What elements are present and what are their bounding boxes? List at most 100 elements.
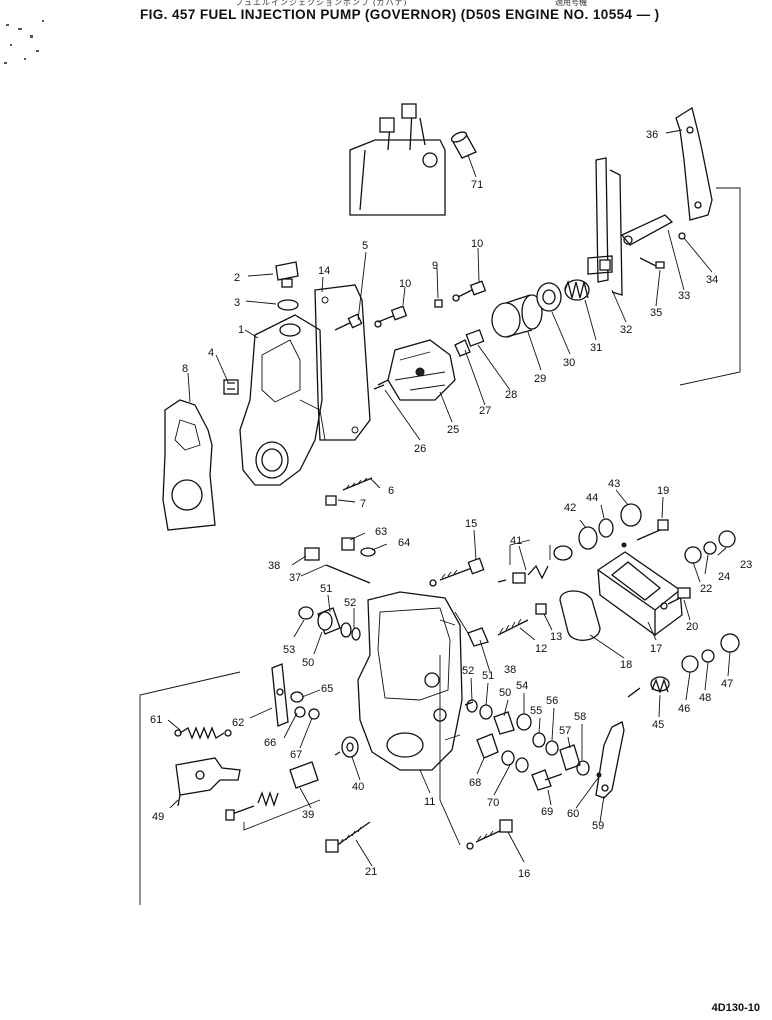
label-8: 8 [182,363,188,375]
scan-noise [4,20,44,64]
left-assembly-bracket [139,671,241,905]
label-46: 46 [678,703,690,715]
pin-26 [373,384,385,390]
spring-group-39 [225,761,321,831]
bolt-group-68 [476,733,563,791]
label-34: 34 [706,274,718,286]
label-7: 7 [360,498,366,510]
label-47: 47 [721,678,733,690]
label-60: 60 [567,808,579,820]
assembly-bracket-line [679,187,741,386]
label-45: 45 [652,719,664,731]
label-4: 4 [208,347,214,359]
label-56: 56 [546,695,558,707]
sleeve-part [450,131,477,159]
label-42: 42 [564,502,576,514]
label-14: 14 [318,265,330,277]
drain-plug-part [223,379,239,395]
return-spring [174,726,232,740]
stud-6 [342,477,373,491]
bolt-16 [439,655,513,850]
label-41: 41 [510,535,522,547]
label-57: 57 [559,725,571,737]
governor-lever-assembly [587,157,623,296]
label-22: 22 [700,583,712,595]
governor-housing [239,314,326,486]
cover-gasket-part [314,284,371,441]
label-38a: 38 [268,560,280,572]
label-5: 5 [362,240,368,252]
label-51b: 51 [482,670,494,682]
bolt-15 [429,557,485,587]
nut-7 [325,495,337,506]
label-24: 24 [718,571,730,583]
label-64: 64 [398,537,410,549]
label-62: 62 [232,717,244,729]
label-28: 28 [505,389,517,401]
label-27: 27 [479,405,491,417]
label-25: 25 [447,424,459,436]
label-58: 58 [574,711,586,723]
bushing-group-right [464,699,590,776]
label-32: 32 [620,324,632,336]
label-33: 33 [678,290,690,302]
label-23: 23 [740,559,752,571]
label-37: 37 [289,572,301,584]
label-19: 19 [657,485,669,497]
label-54: 54 [516,680,528,692]
flyweight-shaft-parts [454,329,485,357]
screw-38-right [454,611,489,647]
cover-plate [559,551,683,641]
label-21: 21 [365,866,377,878]
label-40: 40 [352,781,364,793]
stud-12 [497,603,547,636]
nut-40 [334,736,359,758]
label-52a: 52 [344,597,356,609]
label-67: 67 [290,749,302,761]
label-20: 20 [686,621,698,633]
flyweight-assembly [377,339,456,401]
label-49: 49 [152,811,164,823]
label-66: 66 [264,737,276,749]
label-16: 16 [518,868,530,880]
plug-part [275,261,299,311]
label-6: 6 [388,485,394,497]
label-35: 35 [650,307,662,319]
bolts-10 [374,280,487,328]
label-59: 59 [592,820,604,832]
label-50a: 50 [302,657,314,669]
label-63: 63 [375,526,387,538]
label-52b: 52 [462,665,474,677]
label-36: 36 [646,129,658,141]
control-link [620,214,674,269]
speed-lever [675,106,713,240]
label-38b: 38 [504,664,516,676]
label-11: 11 [424,796,435,808]
bolt-5 [334,313,363,331]
governor-case [357,591,463,771]
label-50b: 50 [499,687,511,699]
bearing-part [536,282,562,312]
spring-group-41 [497,539,573,584]
label-2: 2 [234,272,240,284]
leader-lines [167,129,731,867]
label-10b: 10 [471,238,483,250]
pump-body-top [349,103,446,216]
label-65: 65 [321,683,333,695]
screw-63 [341,537,376,557]
label-15: 15 [465,518,477,530]
nut-group-22 [684,530,736,564]
part-labels: 1 2 3 4 5 6 7 8 9 10 10 11 12 13 14 15 1… [150,129,752,880]
label-1: 1 [238,324,244,336]
label-31: 31 [590,342,602,354]
label-29: 29 [534,373,546,385]
stop-lever [595,721,625,799]
figure-title: FIG. 457 FUEL INJECTION PUMP (GOVERNOR) … [140,7,660,22]
governor-spring [564,279,590,301]
label-10a: 10 [399,278,411,290]
label-70: 70 [487,797,499,809]
label-30: 30 [563,357,575,369]
label-13: 13 [550,631,562,643]
japanese-applicability-text: 適用号機 [555,0,587,6]
nut-group-42 [578,503,642,550]
